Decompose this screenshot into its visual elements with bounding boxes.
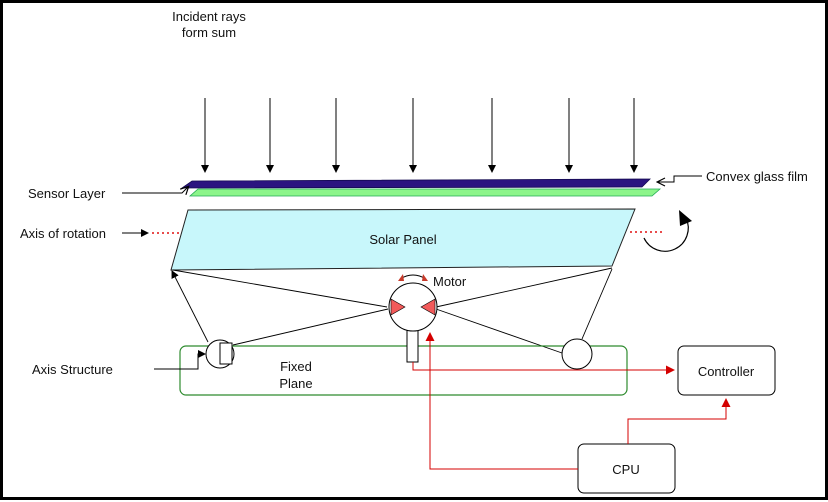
motor-to-controller-wire — [412, 362, 675, 375]
motor-marker-left — [390, 298, 406, 316]
cpu-to-controller-wire — [627, 398, 731, 444]
controller-box — [677, 345, 776, 396]
right-pivot-joint — [561, 338, 593, 370]
glass-film-pointer — [658, 175, 702, 182]
signal-wires — [412, 332, 731, 470]
convex-glass-film-label: Convex glass film — [706, 169, 808, 184]
axis-of-rotation-label: Axis of rotation — [20, 226, 106, 241]
incident-rays-label-line1: Incident rays — [172, 9, 246, 24]
sensor-layer-strip — [188, 188, 662, 197]
sensor-layer-label: Sensor Layer — [28, 186, 106, 201]
solar-panel — [170, 208, 636, 271]
convex-glass-film-strip — [180, 178, 651, 189]
bidirectional-arc-arrow-icon — [398, 274, 428, 281]
cpu-label: CPU — [612, 462, 639, 477]
incident-rays-label-line2: form sum — [182, 25, 236, 40]
clockwise-arc-arrow-icon — [643, 210, 692, 252]
motor — [388, 282, 438, 363]
cpu-to-motor-wire — [425, 332, 578, 470]
support-frame — [171, 267, 613, 354]
axis-structure-label: Axis Structure — [32, 362, 113, 377]
solar-panel-label: Solar Panel — [369, 232, 436, 247]
controller-label: Controller — [698, 364, 755, 379]
incident-rays — [201, 98, 638, 173]
motor-marker-right — [420, 298, 436, 316]
fixed-plane-label-line1: Fixed — [280, 359, 312, 374]
sensor-layer-pointer — [122, 187, 188, 193]
axis-structure-pointer — [154, 350, 206, 370]
motor-label: Motor — [433, 274, 467, 289]
fixed-plane-label-line2: Plane — [279, 376, 312, 391]
left-pivot-joint — [205, 339, 235, 369]
